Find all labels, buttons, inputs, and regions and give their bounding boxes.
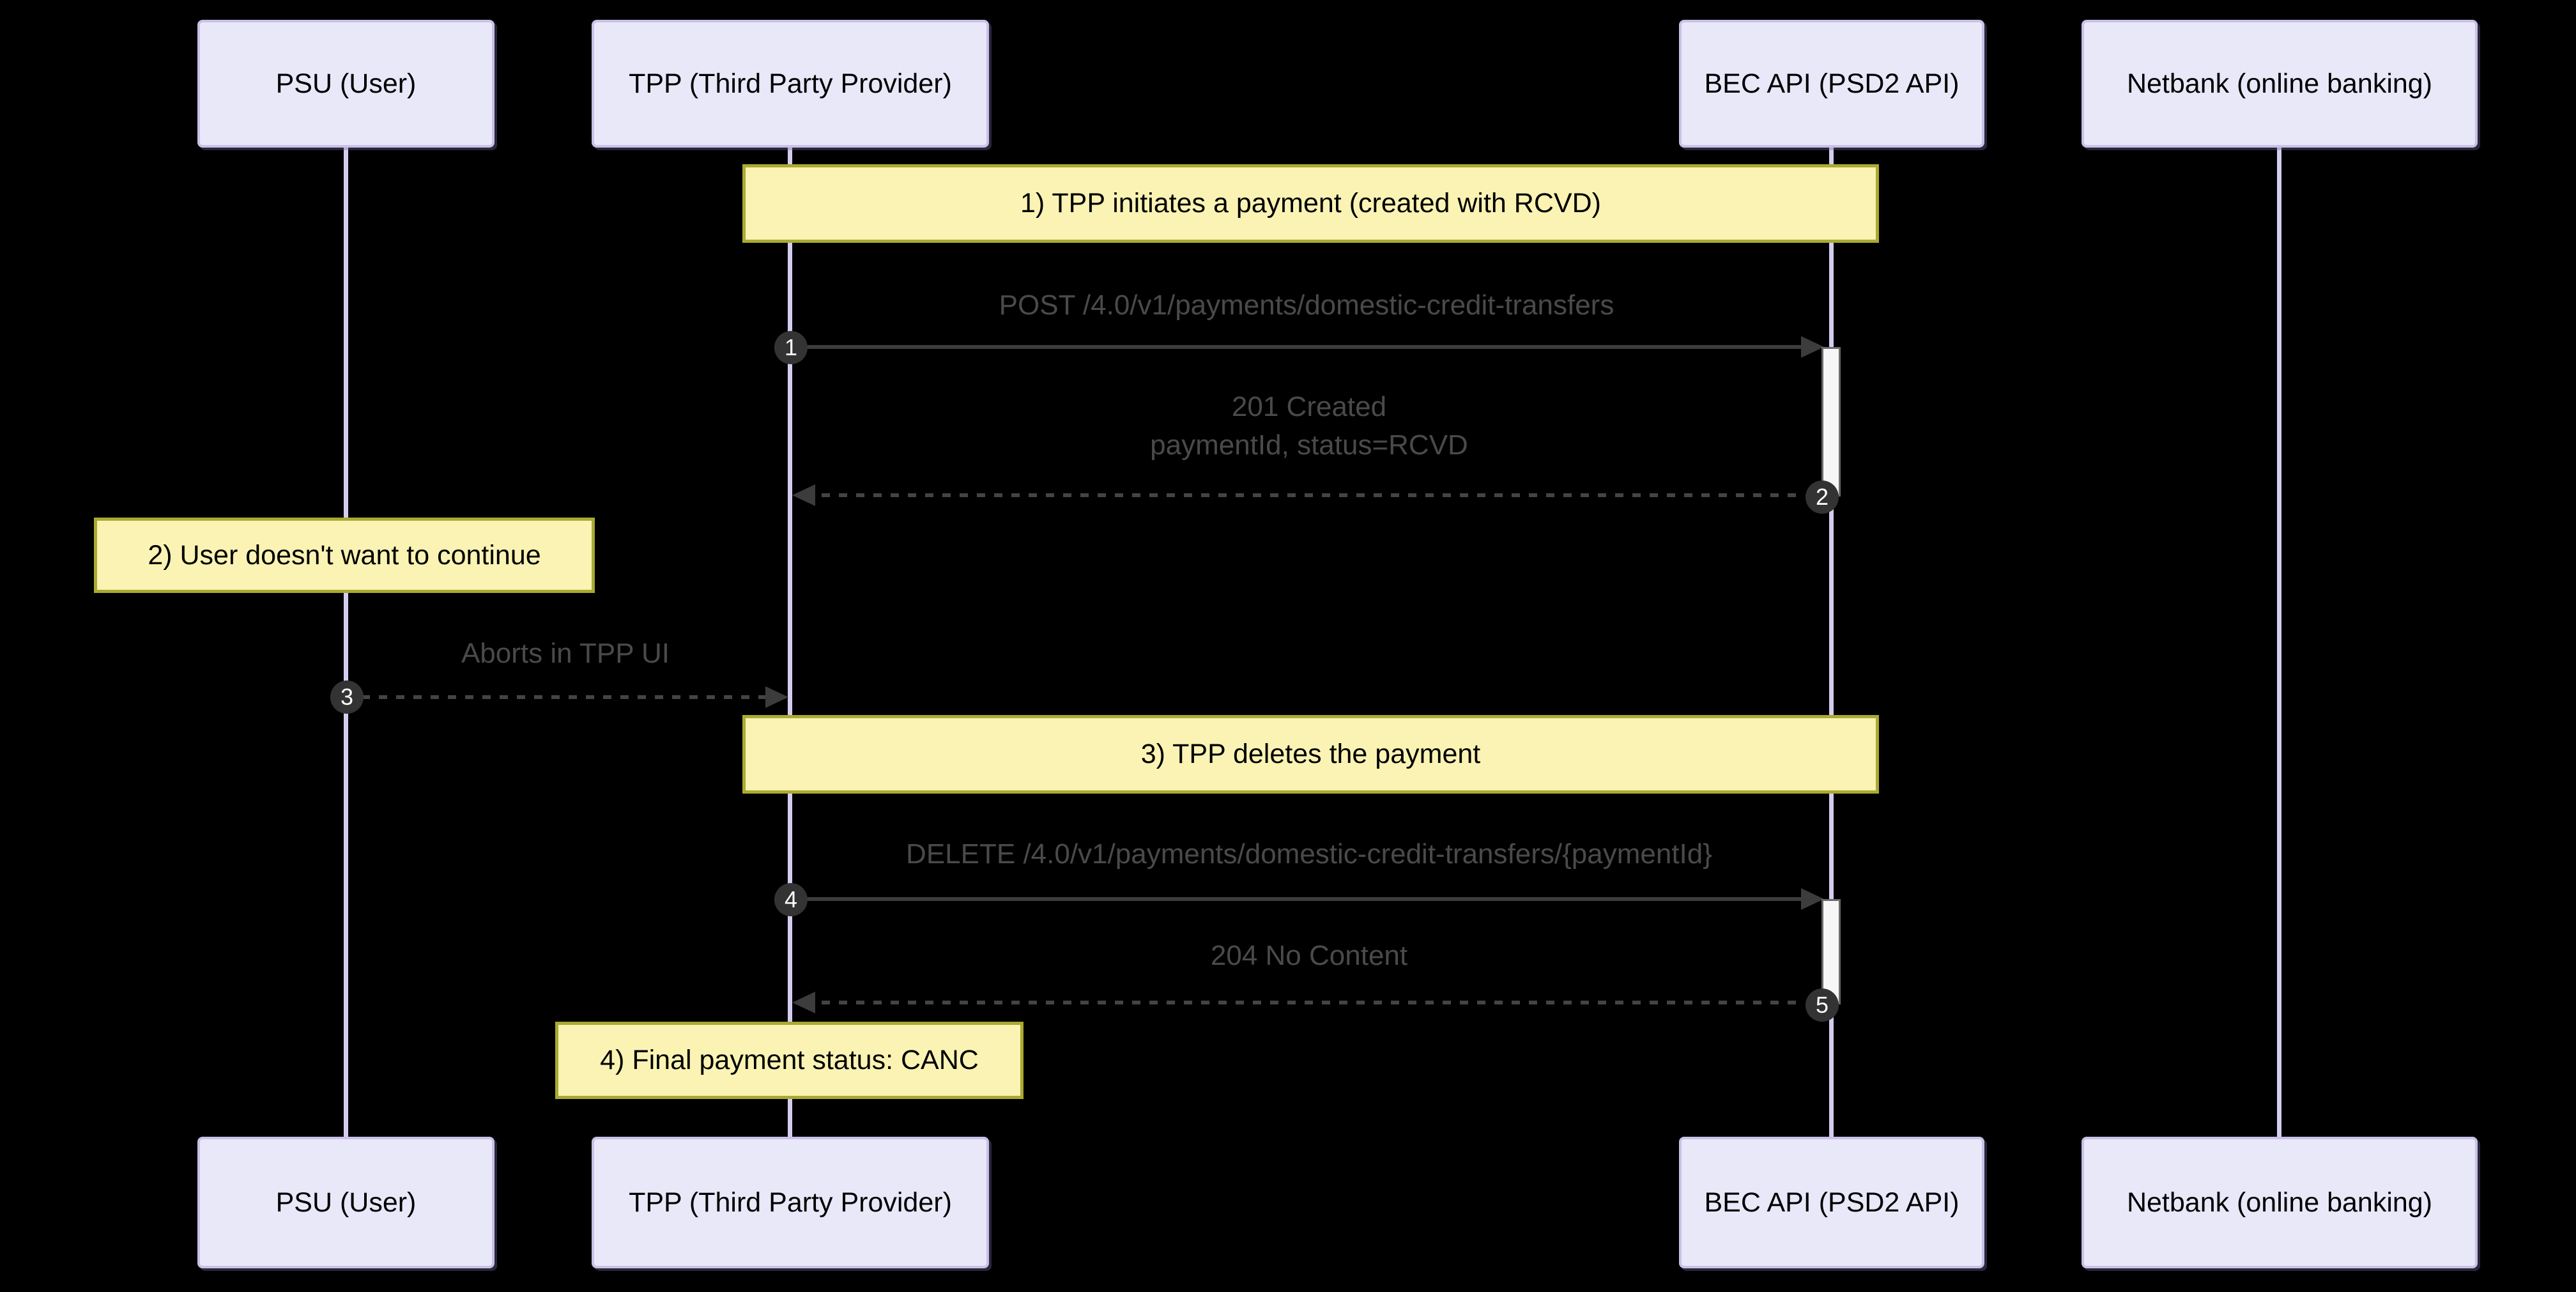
message-4-arrowhead-icon bbox=[1801, 888, 1824, 910]
participant-tpp-bottom: TPP (Third Party Provider) bbox=[592, 1137, 989, 1268]
sequence-badge-2: 2 bbox=[1805, 481, 1839, 514]
note-3: 3) TPP deletes the payment bbox=[742, 715, 1879, 794]
message-3-label: Aborts in TPP UI bbox=[461, 638, 670, 669]
participant-bec-label: BEC API (PSD2 API) bbox=[1704, 68, 1959, 99]
participant-psu-label-bottom: PSU (User) bbox=[275, 1187, 417, 1218]
message-2-arrow bbox=[822, 493, 1804, 497]
message-5-arrow bbox=[822, 1001, 1804, 1004]
participant-netbank-label: Netbank (online banking) bbox=[2126, 68, 2433, 99]
lifeline-psu bbox=[344, 148, 348, 1137]
note-4-label: 4) Final payment status: CANC bbox=[600, 1045, 979, 1075]
participant-tpp-label: TPP (Third Party Provider) bbox=[629, 68, 952, 99]
participant-psu-bottom: PSU (User) bbox=[197, 1137, 494, 1268]
activation-bar-bec-2 bbox=[1821, 899, 1841, 1004]
activation-bar-bec-1 bbox=[1821, 347, 1841, 496]
sequence-badge-5: 5 bbox=[1805, 988, 1839, 1022]
message-2-arrowhead-icon bbox=[792, 484, 815, 506]
message-5-label: 204 No Content bbox=[1210, 940, 1408, 971]
sequence-badge-3-number: 3 bbox=[340, 684, 354, 710]
participant-bec-top: BEC API (PSD2 API) bbox=[1679, 20, 1984, 148]
message-4-label: DELETE /4.0/v1/payments/domestic-credit-… bbox=[906, 838, 1712, 870]
participant-netbank-bottom: Netbank (online banking) bbox=[2082, 1137, 2478, 1268]
note-1-label: 1) TPP initiates a payment (created with… bbox=[1020, 188, 1601, 219]
sequence-badge-3: 3 bbox=[330, 681, 364, 714]
note-4: 4) Final payment status: CANC bbox=[555, 1022, 1023, 1099]
participant-psu-label: PSU (User) bbox=[275, 68, 417, 99]
message-1-label: POST /4.0/v1/payments/domestic-credit-tr… bbox=[999, 289, 1614, 321]
sequence-badge-4: 4 bbox=[774, 883, 808, 916]
message-3-arrowhead-icon bbox=[765, 686, 788, 708]
participant-netbank-label-bottom: Netbank (online banking) bbox=[2126, 1187, 2433, 1218]
participant-bec-bottom: BEC API (PSD2 API) bbox=[1679, 1137, 1984, 1268]
message-2-label-line2: paymentId, status=RCVD bbox=[1150, 429, 1468, 461]
sequence-badge-2-number: 2 bbox=[1815, 484, 1829, 510]
message-1-arrowhead-icon bbox=[1801, 336, 1824, 358]
participant-psu-top: PSU (User) bbox=[197, 20, 494, 148]
sequence-badge-1-number: 1 bbox=[784, 334, 798, 360]
participant-netbank-top: Netbank (online banking) bbox=[2082, 20, 2478, 148]
note-3-label: 3) TPP deletes the payment bbox=[1140, 739, 1481, 769]
note-2: 2) User doesn't want to continue bbox=[94, 518, 595, 593]
message-5-arrowhead-icon bbox=[792, 992, 815, 1013]
message-2-label-line1: 201 Created bbox=[1231, 391, 1387, 422]
sequence-badge-4-number: 4 bbox=[784, 886, 798, 912]
sequence-badge-1: 1 bbox=[774, 331, 808, 364]
message-4-arrow bbox=[790, 897, 1802, 901]
sequence-badge-5-number: 5 bbox=[1815, 992, 1829, 1018]
note-1: 1) TPP initiates a payment (created with… bbox=[742, 164, 1879, 243]
note-2-label: 2) User doesn't want to continue bbox=[148, 539, 541, 571]
lifeline-tpp bbox=[788, 148, 792, 1137]
participant-tpp-label-bottom: TPP (Third Party Provider) bbox=[629, 1187, 952, 1218]
message-1-arrow bbox=[790, 345, 1802, 349]
message-3-arrow bbox=[362, 695, 765, 699]
lifeline-netbank bbox=[2277, 148, 2281, 1137]
participant-bec-label-bottom: BEC API (PSD2 API) bbox=[1704, 1187, 1959, 1218]
participant-tpp-top: TPP (Third Party Provider) bbox=[592, 20, 989, 148]
lifeline-bec bbox=[1829, 148, 1834, 1137]
